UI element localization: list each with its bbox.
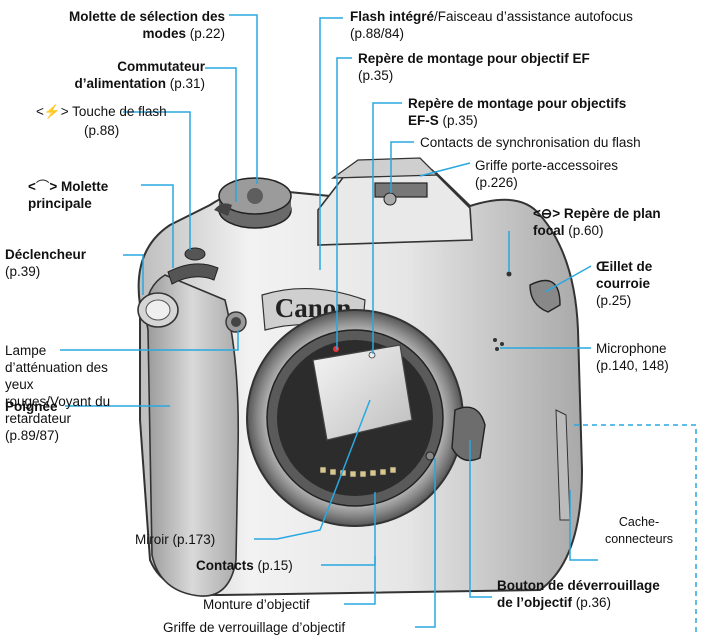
label-microphone-page: (p.140, 148) xyxy=(596,358,669,373)
label-monture: Monture d’objectif xyxy=(203,597,310,612)
label-cache: Cache-connecteurs xyxy=(604,515,674,546)
label-griffe: Griffe porte-accessoires (p.226) xyxy=(475,157,618,191)
label-microphone-name: Microphone xyxy=(596,341,667,356)
dashed-leader xyxy=(574,424,697,635)
label-declencheur-name: Déclencheur xyxy=(5,247,87,262)
label-flash-integre-rest: /Faisceau d’assistance autofocus xyxy=(434,9,633,24)
label-touche-flash-suffix: > Touche de flash xyxy=(60,104,167,119)
label-griffe-page: (p.226) xyxy=(475,175,518,190)
label-flash-integre: Flash intégré/Faisceau d’assistance auto… xyxy=(350,8,690,42)
label-microphone: Microphone (p.140, 148) xyxy=(596,340,669,374)
focal-plane-icon: ⊖ xyxy=(540,206,553,221)
label-molette-modes: Molette de sélection des modes (p.22) xyxy=(40,8,225,42)
label-miroir-name: Miroir xyxy=(135,532,169,547)
label-repere-ef: Repère de montage pour objectif EF (p.35… xyxy=(358,50,590,84)
label-bouton-page: (p.36) xyxy=(572,595,612,610)
label-molette-principale-prefix: < xyxy=(28,179,36,194)
flash-icon: ⚡ xyxy=(43,104,61,119)
label-oeillet: Œillet de courroie (p.25) xyxy=(596,258,691,309)
label-contacts-page: (p.15) xyxy=(253,558,293,573)
label-contacts-sync: Contacts de synchronisation du flash xyxy=(420,135,641,150)
label-plan-focal-suffix: > Repère de plan focal xyxy=(533,206,661,238)
label-plan-focal-prefix: < xyxy=(533,206,541,221)
label-plan-focal-page: (p.60) xyxy=(564,223,604,238)
label-oeillet-name: Œillet de courroie xyxy=(596,259,653,291)
label-griffe-name: Griffe porte-accessoires xyxy=(475,158,619,173)
label-commutateur-page: (p.31) xyxy=(165,76,205,91)
label-flash-integre-page: (p.88/84) xyxy=(350,26,405,41)
main-dial-icon: ⌒ xyxy=(35,179,50,194)
camera-body: Canon xyxy=(137,157,584,597)
label-commutateur: Commutateur d’alimentation (p.31) xyxy=(60,58,205,92)
label-touche-flash: <⚡> Touche de flash xyxy=(36,103,167,120)
leader-lines xyxy=(60,14,598,628)
label-repere-efs-page: (p.35) xyxy=(438,113,478,128)
label-lampe-text: Lampe d’atténuation des yeux rouges/Voya… xyxy=(5,343,111,426)
label-griffe-verrouillage: Griffe de verrouillage d’objectif xyxy=(163,620,346,635)
label-repere-ef-page: (p.35) xyxy=(358,68,394,83)
label-contacts-name: Contacts xyxy=(196,558,254,573)
label-repere-ef-name: Repère de montage pour objectif EF xyxy=(358,51,590,66)
label-commutateur-name: Commutateur d’alimentation xyxy=(74,59,205,91)
label-repere-efs-name: Repère de montage pour objectifs EF-S xyxy=(408,96,627,128)
label-bouton-name: Bouton de déverrouillage de l’objectif xyxy=(497,578,660,610)
label-contacts: Contacts (p.15) xyxy=(196,557,293,574)
label-oeillet-page: (p.25) xyxy=(596,293,632,308)
label-molette-principale-suffix: > Molette principale xyxy=(28,179,109,211)
label-lampe-page: (p.89/87) xyxy=(5,428,60,443)
label-flash-integre-name: Flash intégré xyxy=(350,9,435,24)
label-declencheur-page: (p.39) xyxy=(5,264,41,279)
label-miroir-page: (p.173) xyxy=(168,532,216,547)
label-poignee: Poignée xyxy=(5,399,58,414)
label-declencheur: Déclencheur (p.39) xyxy=(5,246,86,280)
label-repere-efs: Repère de montage pour objectifs EF-S (p… xyxy=(408,95,628,129)
label-plan-focal: <⊖> Repère de plan focal (p.60) xyxy=(533,205,693,239)
label-touche-flash-prefix: < xyxy=(36,104,44,119)
label-miroir: Miroir (p.173) xyxy=(135,531,215,548)
label-molette-principale: <⌒> Molette principale xyxy=(28,178,146,212)
label-molette-modes-name: Molette de sélection des modes xyxy=(68,9,225,41)
label-molette-modes-page: (p.22) xyxy=(185,26,225,41)
label-touche-flash-page: (p.88) xyxy=(84,123,120,138)
label-lampe: Lampe d’atténuation des yeux rouges/Voya… xyxy=(5,342,115,444)
label-bouton-deverrouillage: Bouton de déverrouillage de l’objectif (… xyxy=(497,577,672,611)
